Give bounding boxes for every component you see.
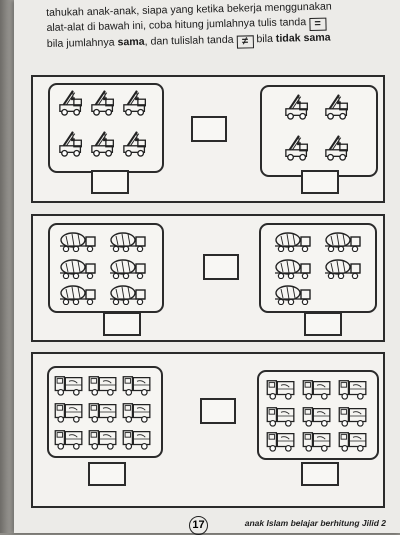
instruction-bold-same: sama	[117, 35, 145, 49]
dump-truck-icon	[265, 405, 297, 427]
cement-mixer-icon	[323, 257, 363, 279]
crane-truck-icon	[58, 88, 86, 116]
left-group-3	[47, 366, 163, 458]
left-count-answer-box-2[interactable]	[103, 312, 141, 336]
instruction-bold-not-same: tidak sama	[275, 31, 331, 45]
dump-truck-icon	[121, 401, 153, 423]
dump-truck-icon	[337, 405, 369, 427]
crane-truck-icon	[324, 133, 352, 161]
right-group-1	[260, 85, 378, 177]
series-title: anak Islam belajar berhitung Jilid 2	[244, 518, 386, 528]
left-count-answer-box-1[interactable]	[91, 170, 129, 194]
comparison-answer-box-1[interactable]	[191, 116, 227, 142]
instruction-line-3b: , dan tulislah tanda	[144, 33, 234, 48]
cement-mixer-icon	[108, 230, 148, 252]
exercise-panel-3	[31, 352, 385, 508]
exercise-panel-2	[31, 214, 385, 342]
exercise-panel-1	[31, 75, 385, 203]
worksheet-page: tahukah anak-anak, siapa yang ketika bek…	[14, 0, 400, 535]
cement-mixer-icon	[58, 230, 98, 252]
dump-truck-icon	[121, 428, 153, 450]
comparison-answer-box-3[interactable]	[200, 398, 236, 424]
cement-mixer-icon	[108, 257, 148, 279]
right-group-2	[259, 223, 377, 313]
cement-mixer-icon	[273, 257, 313, 279]
dump-truck-icon	[265, 430, 297, 452]
crane-truck-icon	[122, 88, 150, 116]
dump-truck-icon	[87, 401, 119, 423]
dump-truck-icon	[265, 378, 297, 400]
cement-mixer-icon	[273, 283, 313, 305]
crane-truck-icon	[284, 92, 312, 120]
crane-truck-icon	[122, 129, 150, 157]
cement-mixer-icon	[108, 283, 148, 305]
cement-mixer-icon	[58, 257, 98, 279]
dump-truck-icon	[121, 374, 153, 396]
right-count-answer-box-1[interactable]	[301, 170, 339, 194]
dump-truck-icon	[337, 430, 369, 452]
instruction-line-3a: bila jumlahnya	[46, 36, 118, 50]
dump-truck-icon	[337, 378, 369, 400]
crane-truck-icon	[324, 92, 352, 120]
left-group-1	[48, 83, 164, 173]
right-count-answer-box-3[interactable]	[301, 462, 339, 486]
dump-truck-icon	[53, 374, 85, 396]
page-number: 17	[189, 516, 208, 535]
equal-sign-icon: =	[314, 17, 322, 30]
dump-truck-icon	[301, 378, 333, 400]
crane-truck-icon	[90, 88, 118, 116]
right-count-answer-box-2[interactable]	[304, 312, 342, 336]
crane-truck-icon	[90, 129, 118, 157]
dump-truck-icon	[301, 430, 333, 452]
dump-truck-icon	[87, 428, 119, 450]
left-count-answer-box-3[interactable]	[88, 462, 126, 486]
dump-truck-icon	[53, 401, 85, 423]
cement-mixer-icon	[323, 230, 363, 252]
right-group-3	[257, 370, 379, 460]
page-footer: 17 anak Islam belajar berhitung Jilid 2	[14, 514, 400, 535]
instruction-line-3c: bila	[253, 32, 277, 46]
equal-symbol-box: =	[309, 17, 327, 32]
left-group-2	[48, 223, 164, 313]
cement-mixer-icon	[273, 230, 313, 252]
instruction-text: tahukah anak-anak, siapa yang ketika bek…	[46, 0, 387, 53]
not-equal-sign-icon: ≠	[241, 35, 249, 48]
dump-truck-icon	[53, 428, 85, 450]
dump-truck-icon	[87, 374, 119, 396]
not-equal-symbol-box: ≠	[236, 35, 254, 49]
cement-mixer-icon	[58, 283, 98, 305]
page-binding-edge	[0, 0, 14, 533]
dump-truck-icon	[301, 405, 333, 427]
crane-truck-icon	[284, 133, 312, 161]
comparison-answer-box-2[interactable]	[203, 254, 239, 280]
crane-truck-icon	[58, 129, 86, 157]
